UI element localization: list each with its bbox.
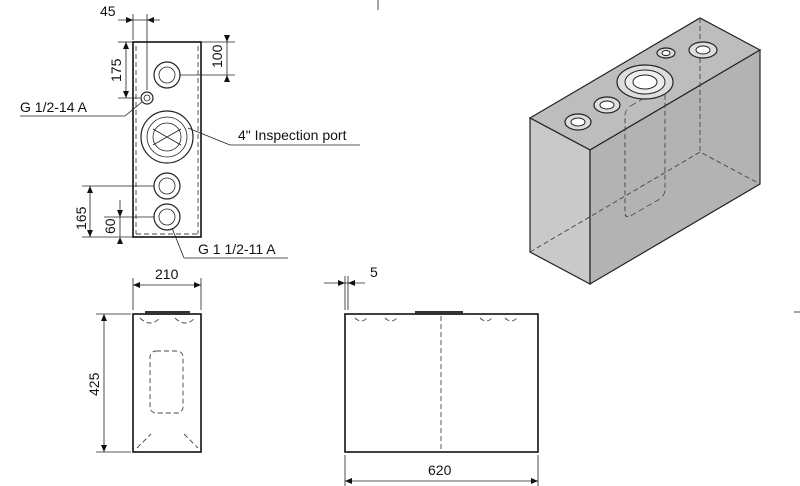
top-view: 45 175 100 165 60 G 1/2-14 A 4" Inspecti… bbox=[20, 3, 360, 259]
side-view-outline bbox=[132, 313, 202, 453]
isometric-view bbox=[528, 17, 762, 286]
label-large-fitting: G 1 1/2-11 A bbox=[198, 241, 276, 257]
label-inspection-port: 4" Inspection port bbox=[238, 127, 347, 143]
dim-front-offset: 5 bbox=[370, 264, 378, 280]
dim-port-spacing-right: 100 bbox=[209, 44, 225, 68]
front-view-outline bbox=[344, 313, 539, 453]
large-fitting-port bbox=[153, 203, 181, 231]
upper-port bbox=[153, 61, 181, 89]
dim-top-offset: 45 bbox=[100, 3, 116, 19]
dim-height: 425 bbox=[86, 372, 102, 396]
iso-port bbox=[688, 41, 718, 59]
dim-lower-spacing: 165 bbox=[73, 206, 89, 230]
dim-port-spacing-upper: 175 bbox=[108, 58, 124, 82]
label-small-fitting: G 1/2-14 A bbox=[20, 99, 88, 115]
top-view-outline bbox=[132, 41, 202, 238]
dim-length: 620 bbox=[428, 462, 452, 478]
dim-bottom-offset: 60 bbox=[102, 218, 118, 234]
front-view: 5 620 bbox=[324, 264, 539, 486]
iso-inspection-port bbox=[616, 64, 674, 100]
small-fitting-port bbox=[140, 91, 154, 105]
iso-port bbox=[564, 113, 592, 131]
iso-port bbox=[656, 47, 676, 59]
middle-port bbox=[153, 172, 181, 200]
dim-side-width: 210 bbox=[155, 266, 179, 282]
side-view: 210 425 bbox=[86, 266, 202, 453]
iso-port bbox=[593, 96, 621, 114]
